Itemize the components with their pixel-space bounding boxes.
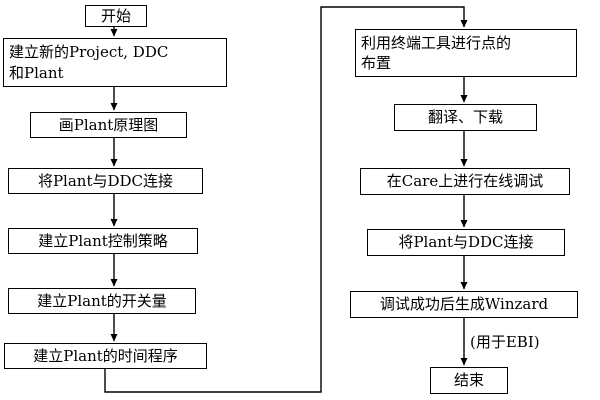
flow-node-online-debug-care: 在Care上进行在线调试: [360, 168, 570, 195]
flow-node-create-project: 建立新的Project, DDC 和Plant: [3, 38, 227, 87]
flow-node-connect-plant-ddc-2: 将Plant与DDC连接: [367, 229, 565, 256]
flow-node-generate-winzard: 调试成功后生成Winzard: [350, 291, 578, 318]
flow-node-start: 开始: [85, 5, 147, 27]
flow-node-plant-time-program: 建立Plant的时间程序: [4, 343, 207, 369]
flow-node-draw-plant-schematic: 画Plant原理图: [30, 112, 187, 138]
flow-node-translate-download: 翻译、下载: [394, 104, 537, 131]
flow-node-end: 结束: [430, 367, 508, 394]
flow-node-plant-switch-points: 建立Plant的开关量: [8, 288, 196, 314]
note-for-ebi: (用于EBI): [470, 331, 540, 352]
flow-node-plant-control-strategy: 建立Plant控制策略: [8, 228, 198, 254]
flow-node-connect-plant-ddc: 将Plant与DDC连接: [8, 168, 203, 194]
flow-node-terminal-tool-point-layout: 利用终端工具进行点的 布置: [355, 29, 577, 77]
